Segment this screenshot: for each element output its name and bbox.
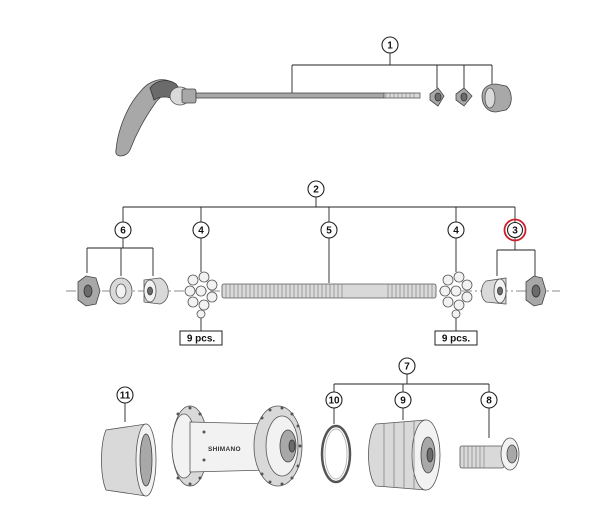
callout-5-number: 5 bbox=[326, 226, 332, 237]
callout-3-leaders bbox=[496, 238, 536, 276]
freehub-body bbox=[368, 419, 441, 491]
callout-1-leaders bbox=[291, 53, 493, 96]
callout-4-left: 4 bbox=[192, 221, 210, 239]
callout-4-right: 4 bbox=[447, 221, 465, 239]
callout-4-right-number: 4 bbox=[453, 226, 459, 237]
callout-6: 6 bbox=[114, 221, 132, 239]
freehub-fixing-bolt bbox=[459, 437, 520, 471]
callout-4-left-number: 4 bbox=[198, 226, 204, 237]
callout-9: 9 bbox=[394, 391, 412, 409]
callout-1-number: 1 bbox=[387, 41, 393, 52]
left-locknut bbox=[77, 275, 101, 307]
callout-11-number: 11 bbox=[120, 391, 131, 402]
callout-10: 10 bbox=[325, 391, 343, 409]
callout-10-number: 10 bbox=[328, 396, 340, 407]
left-qty-text: 9 pcs. bbox=[187, 334, 216, 345]
left-washer bbox=[109, 277, 133, 305]
callout-7-number: 7 bbox=[404, 362, 410, 373]
callout-6-number: 6 bbox=[120, 226, 126, 237]
spacer-ring bbox=[320, 424, 352, 484]
quick-release-nut bbox=[481, 83, 512, 113]
right-qty-label: 9 pcs. bbox=[434, 330, 478, 346]
quick-release-spring-right bbox=[455, 87, 473, 107]
callout-7-leaders bbox=[333, 374, 490, 392]
right-locknut bbox=[525, 275, 547, 307]
dust-cap bbox=[101, 423, 157, 497]
callout-7: 7 bbox=[398, 357, 416, 375]
callout-2: 2 bbox=[307, 180, 325, 198]
left-cone bbox=[143, 277, 169, 305]
callout-9-number: 9 bbox=[400, 396, 406, 407]
quick-release-spring-left bbox=[429, 87, 445, 107]
right-ball-bearings bbox=[439, 271, 473, 319]
hub-axle bbox=[221, 283, 437, 299]
hub-body: SHIMANO bbox=[171, 405, 303, 487]
callout-1: 1 bbox=[381, 36, 399, 54]
callout-2-leaders bbox=[122, 197, 516, 222]
callout-3-number: 3 bbox=[512, 226, 518, 237]
highlight-ring bbox=[503, 218, 527, 242]
quick-release-skewer bbox=[115, 79, 421, 157]
callout-11: 11 bbox=[116, 386, 134, 404]
callout-6-leaders bbox=[86, 238, 154, 276]
callout-8-number: 8 bbox=[486, 396, 492, 407]
left-ball-bearings bbox=[184, 271, 218, 319]
right-qty-text: 9 pcs. bbox=[442, 334, 471, 345]
callout-2-number: 2 bbox=[313, 185, 319, 196]
left-qty-label: 9 pcs. bbox=[179, 330, 223, 346]
callout-3-highlighted: 3 bbox=[503, 218, 527, 242]
callout-5: 5 bbox=[320, 221, 338, 239]
hub-brand-text: SHIMANO bbox=[208, 446, 241, 453]
right-cone bbox=[481, 277, 507, 305]
callout-8: 8 bbox=[480, 391, 498, 409]
